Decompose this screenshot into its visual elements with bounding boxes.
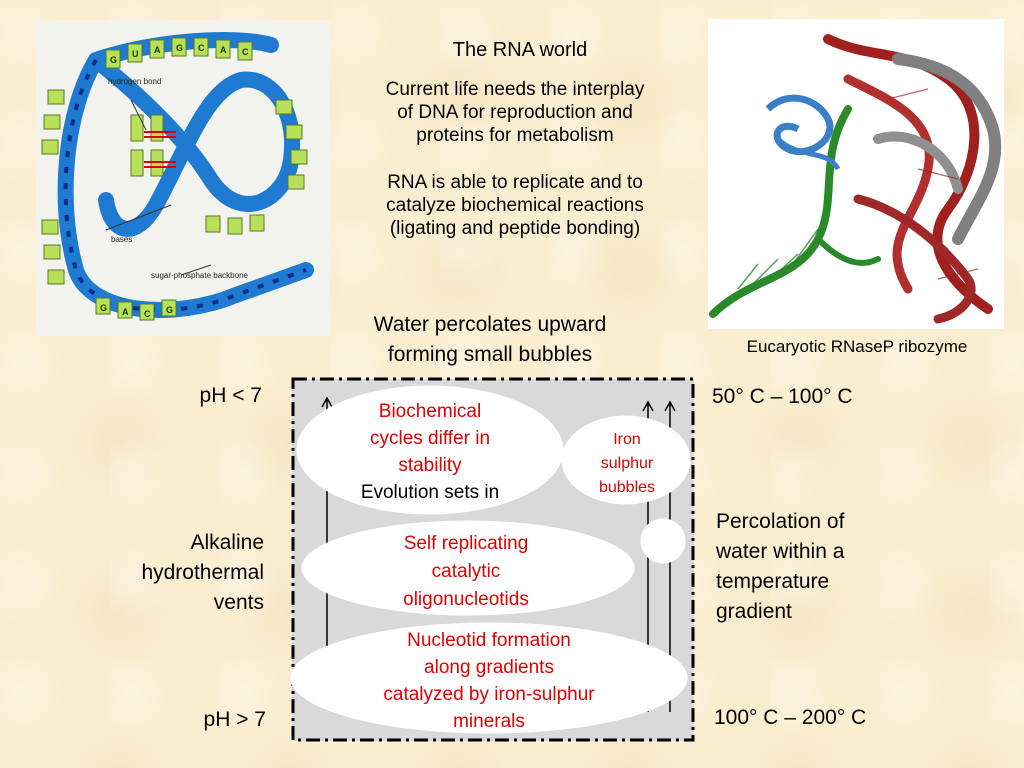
base-letter: C xyxy=(198,43,205,53)
base-letter: G xyxy=(176,43,183,53)
text-line: Evolution sets in xyxy=(360,482,500,503)
page-title: The RNA world xyxy=(452,39,588,61)
text-line: cycles differ in xyxy=(369,428,491,449)
text-line: proteins for metabolism xyxy=(416,125,614,146)
text-line: Current life needs the interplay xyxy=(385,79,645,100)
alkaline-vents-label: Alkaline hydrothermal vents xyxy=(90,528,264,618)
ribozyme-caption: Eucaryotic RNaseP ribozyme xyxy=(746,337,968,356)
percolation-label: Percolation of water within a temperatur… xyxy=(716,507,916,627)
base-letter: G xyxy=(166,305,173,315)
text-line: (ligating and peptide bonding) xyxy=(389,218,641,239)
text-line: Water percolates upward xyxy=(373,313,607,336)
text-line: RNA is able to replicate and to xyxy=(387,172,643,193)
bubble-self-replicating xyxy=(301,520,635,616)
text-line: along gradients xyxy=(424,657,554,678)
text-line: of DNA for reproduction and xyxy=(397,102,633,123)
bubble-biochemical xyxy=(296,385,564,515)
text-line: Alkaline xyxy=(190,531,264,554)
bubble-iron-text: Iron sulphur bubbles xyxy=(570,428,684,500)
rna-structure-figure: hydrogen bond bases sugar-phosphate back… xyxy=(36,20,330,336)
text-line: temperature xyxy=(716,570,830,593)
vent-border xyxy=(291,377,695,742)
replicate-text: RNA is able to replicate and to catalyze… xyxy=(340,171,690,240)
text-line: Nucleotid formation xyxy=(407,630,571,651)
label-bases: bases xyxy=(111,235,132,244)
text-line: forming small bubbles xyxy=(387,343,593,366)
text-line: Iron xyxy=(613,431,641,448)
text-line: minerals xyxy=(453,711,525,732)
label-backbone: sugar-phosphate backbone xyxy=(151,271,249,280)
text-line: catalytic xyxy=(431,561,501,582)
text-line: sulphur xyxy=(600,455,654,472)
interplay-text: Current life needs the interplay of DNA … xyxy=(340,78,690,147)
ribozyme-image xyxy=(708,19,1004,329)
base-letter: U xyxy=(132,49,139,59)
water-percolates-text: Water percolates upward forming small bu… xyxy=(330,310,650,370)
text-line: vents xyxy=(213,591,264,614)
arrow-head-right-2 xyxy=(664,400,676,412)
base-letter: A xyxy=(154,45,161,55)
text-line: Self replicating xyxy=(403,533,529,554)
arrow-head-left xyxy=(321,396,333,408)
text-line: Percolation of xyxy=(716,510,845,533)
bubble-iron-sulphur xyxy=(561,415,691,505)
bubble-biochemical-text: Biochemical cycles differ in stability E… xyxy=(320,398,540,506)
text-line: hydrothermal xyxy=(141,561,264,584)
text-line: catalyzed by iron-sulphur xyxy=(383,684,595,705)
base-letter: G xyxy=(100,303,107,313)
text-line: water within a xyxy=(716,540,845,563)
text-line: gradient xyxy=(716,600,792,623)
text-line: Biochemical xyxy=(378,401,482,422)
bubble-nucleotid xyxy=(290,622,688,734)
bubble-self-replicating-text: Self replicating catalytic oligonucleoti… xyxy=(346,530,586,614)
arrow-head-right-1 xyxy=(642,400,654,412)
base-letter: A xyxy=(220,45,227,55)
bubble-small xyxy=(640,518,686,564)
base-letter: C xyxy=(242,47,249,57)
label-hydrogen-bond: hydrogen bond xyxy=(108,77,161,86)
bubble-nucleotid-text: Nucleotid formation along gradients cata… xyxy=(330,627,648,735)
temp-high-label: 100° C – 200° C xyxy=(714,706,867,729)
text-line: stability xyxy=(398,455,462,476)
text-line: oligonucleotids xyxy=(403,589,529,610)
base-letter: A xyxy=(122,307,129,317)
base-letter: G xyxy=(110,55,117,65)
text-line: bubbles xyxy=(598,479,656,496)
temp-low-label: 50° C – 100° C xyxy=(712,385,853,408)
base-letter: C xyxy=(144,309,151,319)
text-line: catalyze biochemical reactions xyxy=(386,195,644,216)
ph-high-label: pH > 7 xyxy=(203,708,266,731)
ph-low-label: pH < 7 xyxy=(199,384,262,407)
